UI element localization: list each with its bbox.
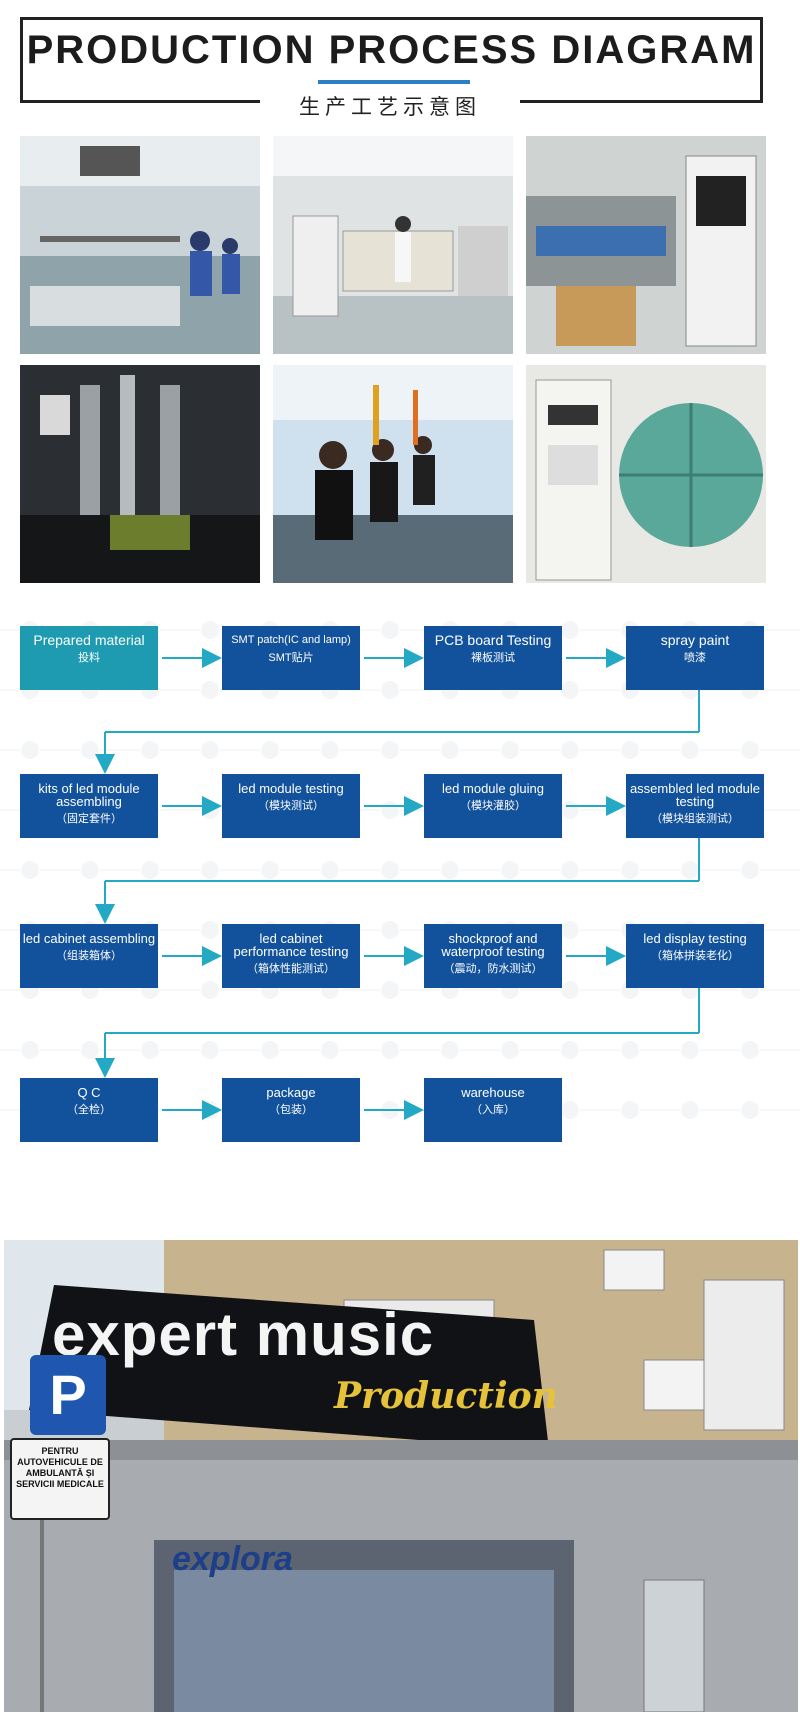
factory-photo-feeders	[526, 136, 766, 354]
page-subtitle: 生产工艺示意图	[299, 95, 481, 119]
page-title: PRODUCTION PROCESS DIAGRAM	[26, 28, 757, 72]
step-label-en: led cabinet performance testing	[233, 931, 349, 959]
factory-photo-integrating-sphere	[526, 365, 766, 583]
factory-photo-pick-and-place	[20, 365, 260, 583]
step-label-en: warehouse	[461, 1085, 525, 1100]
step-label-cn: （模块灌胶）	[460, 800, 526, 812]
step-label-en: assembled led module testing	[629, 781, 761, 809]
step-label-en: led module testing	[238, 781, 344, 796]
step-assembled-led-module-testing: assembled led module testing （模块组装测试）	[626, 774, 764, 838]
step-label-cn: 喷漆	[684, 652, 706, 664]
step-label-cn: （震动，防水测试）	[443, 963, 543, 975]
step-kits-led-module-assembling: kits of led module assembling （固定套件）	[20, 774, 158, 838]
step-label-cn: SMT贴片	[268, 652, 314, 664]
step-label-cn: （模块组装测试）	[651, 813, 739, 825]
step-shockproof-waterproof-testing: shockproof and waterproof testing （震动，防水…	[424, 924, 562, 988]
title-accent-bar	[318, 80, 470, 84]
step-prepared-material: Prepared material 投料	[20, 626, 158, 690]
step-label-en: led module gluing	[442, 781, 544, 796]
step-label-en: package	[266, 1085, 316, 1100]
step-label-en: SMT patch(IC and lamp)	[231, 634, 351, 646]
step-label-cn: （入库）	[471, 1104, 515, 1116]
step-label-cn: （箱体拼装老化）	[651, 950, 739, 962]
step-led-module-testing: led module testing （模块测试）	[222, 774, 360, 838]
step-label-en: kits of led module assembling	[38, 781, 140, 809]
step-label-en: led display testing	[643, 931, 747, 946]
flow-arrows	[0, 600, 800, 1160]
parking-sign: P	[30, 1355, 106, 1435]
factory-photo-smt-machines	[273, 136, 513, 354]
step-label-cn: （箱体性能测试）	[247, 963, 335, 975]
step-smt-patch: SMT patch(IC and lamp) SMT贴片	[222, 626, 360, 690]
step-label-en: shockproof and waterproof testing	[441, 931, 545, 959]
step-led-display-testing: led display testing （箱体拼装老化）	[626, 924, 764, 988]
parking-notice-plate: PENTRU AUTOVEHICULE DE AMBULANTĂ ȘI SERV…	[10, 1438, 110, 1520]
subtitle-wrap: 生产工艺示意图	[260, 88, 520, 119]
step-label-en: led cabinet assembling	[22, 931, 156, 946]
step-led-cabinet-performance-testing: led cabinet performance testing （箱体性能测试）	[222, 924, 360, 988]
factory-photo-assembly-line	[20, 136, 260, 354]
step-warehouse: warehouse （入库）	[424, 1078, 562, 1142]
led-sign-building-photo: expert music Production P PENTRU AUTOVEH…	[4, 1240, 798, 1712]
step-label-en: PCB board Testing	[434, 632, 552, 648]
step-label-cn: （包装）	[269, 1104, 313, 1116]
step-led-module-gluing: led module gluing （模块灌胶）	[424, 774, 562, 838]
process-flow-diagram: Prepared material 投料 SMT patch(IC and la…	[0, 600, 800, 1160]
step-pcb-board-testing: PCB board Testing 裸板测试	[424, 626, 562, 690]
step-label-en: Prepared material	[33, 632, 145, 648]
step-label-cn: （组装箱体）	[56, 950, 122, 962]
factory-photo-workers	[273, 365, 513, 583]
sign-brand-text: expert music	[52, 1301, 435, 1368]
step-label-cn: 投料	[78, 652, 100, 664]
store-logo-text: explora	[172, 1540, 293, 1578]
step-spray-paint: spray paint 喷漆	[626, 626, 764, 690]
sign-script-text: Production	[334, 1375, 558, 1417]
step-label-cn: （全检）	[67, 1104, 111, 1116]
step-package: package （包装）	[222, 1078, 360, 1142]
step-qc: Q C （全检）	[20, 1078, 158, 1142]
step-label-en: spray paint	[660, 632, 730, 648]
step-led-cabinet-assembling: led cabinet assembling （组装箱体）	[20, 924, 158, 988]
step-label-en: Q C	[77, 1085, 101, 1100]
step-label-cn: （模块测试）	[258, 800, 324, 812]
step-label-cn: 裸板测试	[471, 652, 515, 664]
step-label-cn: （固定套件）	[56, 813, 122, 825]
